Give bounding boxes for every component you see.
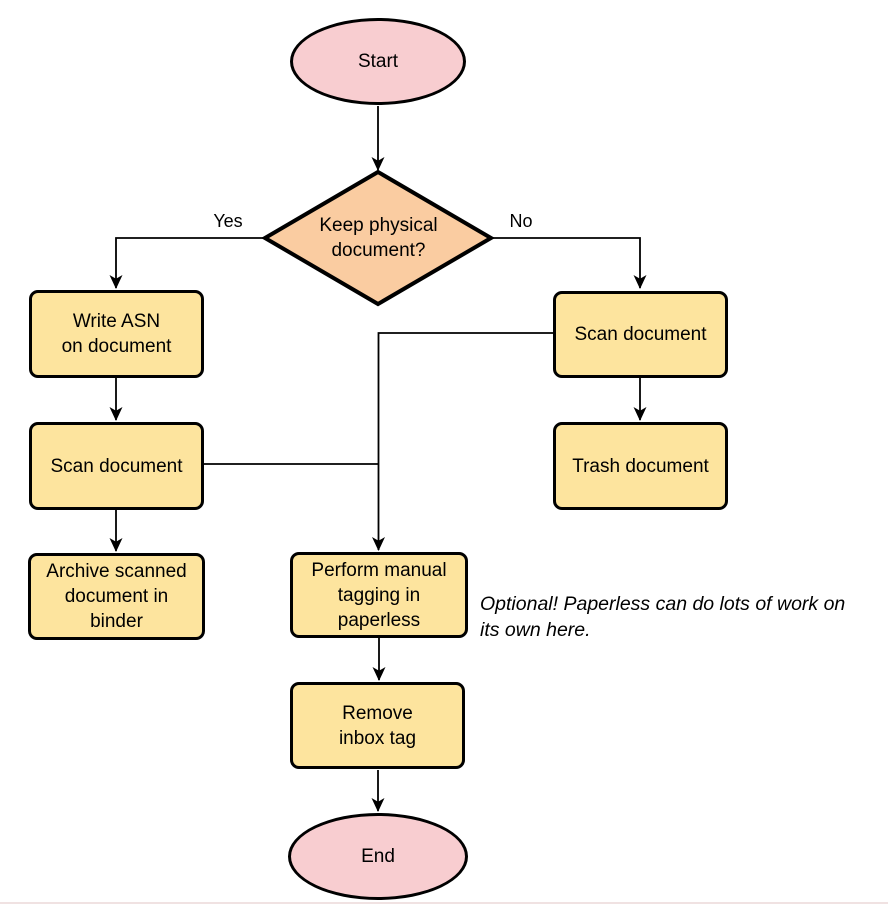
decision-diamond-shape: [261, 169, 495, 307]
window-bottom-edge: [0, 902, 888, 904]
node-trash-document: Trash document: [553, 422, 728, 510]
edge-label-no: No: [509, 211, 533, 231]
annotation-note: Optional! Paperless can do lots of work …: [480, 593, 846, 641]
node-scan-document-left: Scan document: [29, 422, 204, 510]
node-remove-inbox-tag: Remove inbox tag: [290, 682, 465, 769]
node-scan-document-right: Scan document: [553, 291, 728, 378]
edge-label-yes: Yes: [213, 211, 243, 231]
node-manual-tagging: Perform manual tagging in paperless: [290, 552, 468, 638]
edge-decision-no: [491, 237, 647, 289]
node-archive-in-binder: Archive scanned document in binder: [28, 553, 205, 640]
node-start: Start: [290, 18, 466, 105]
node-decision-label: Keep physical document?: [319, 215, 438, 261]
edge-scanright-to-tagging: [372, 332, 553, 551]
node-end: End: [288, 813, 468, 900]
node-write-asn: Write ASN on document: [29, 290, 204, 378]
edge-decision-yes: [109, 237, 265, 289]
